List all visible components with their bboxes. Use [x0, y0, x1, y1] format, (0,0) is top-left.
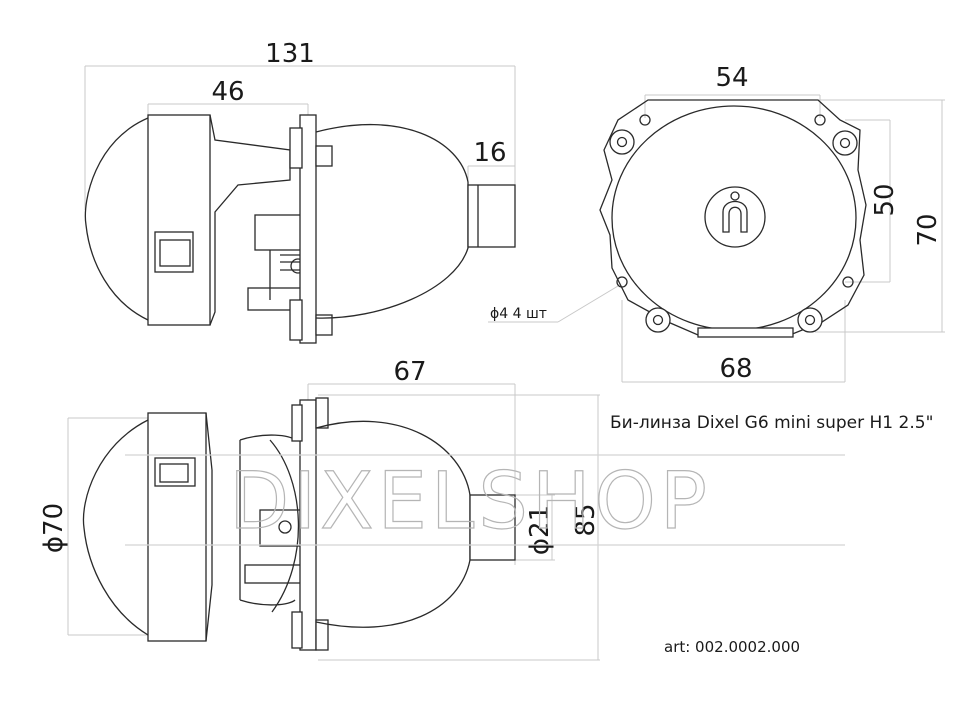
top-lens-dome [82, 419, 149, 636]
hole-top-right [832, 130, 858, 156]
dim-label-70: 70 [913, 213, 943, 246]
dim-label-85: 85 [571, 503, 601, 536]
dim-label-67: 67 [393, 357, 426, 387]
hole-bottom-right [797, 307, 823, 333]
dim-label-phi21: ϕ21 [525, 505, 555, 555]
top-view: 67 ϕ70 ϕ21 85 [39, 357, 601, 661]
front-view: 54 50 70 68 ϕ4 4 шт [488, 63, 945, 384]
side-rear-shell [315, 124, 469, 319]
side-view: 131 46 16 [84, 39, 516, 344]
side-plug [467, 184, 516, 248]
holes-label: ϕ4 4 шт [490, 306, 547, 322]
watermark-text: DIXELSHOP [229, 457, 711, 547]
front-lens [611, 105, 857, 331]
product-title: Би-линза Dixel G6 mini super H1 2.5" [610, 413, 933, 433]
hole-bottom-left [645, 307, 671, 333]
article-number: art: 002.0002.000 [664, 638, 800, 656]
top-flange [299, 399, 317, 651]
side-bolt-bottom [315, 314, 333, 336]
dim-label-16: 16 [473, 138, 506, 168]
dim-label-50: 50 [870, 183, 900, 216]
front-socket [704, 186, 766, 248]
side-bolt-top [315, 145, 333, 167]
side-housing [147, 114, 211, 326]
top-bulb [278, 520, 292, 534]
top-shield-curve [269, 439, 300, 613]
front-plate [599, 99, 867, 336]
dim-label-131: 131 [265, 39, 315, 69]
watermark: DIXELSHOP [125, 454, 845, 548]
side-flange [299, 114, 317, 344]
dim-label-54: 54 [715, 63, 748, 93]
top-plug [469, 494, 516, 561]
dim-label-68: 68 [719, 354, 752, 384]
side-lens-dome [84, 117, 149, 321]
holes-leader [557, 285, 619, 323]
dim-label-46: 46 [211, 77, 244, 107]
hole-top-left [609, 129, 635, 155]
top-housing [147, 412, 207, 642]
dim-label-phi70: ϕ70 [39, 503, 69, 553]
front-bottom-tab [697, 327, 794, 338]
